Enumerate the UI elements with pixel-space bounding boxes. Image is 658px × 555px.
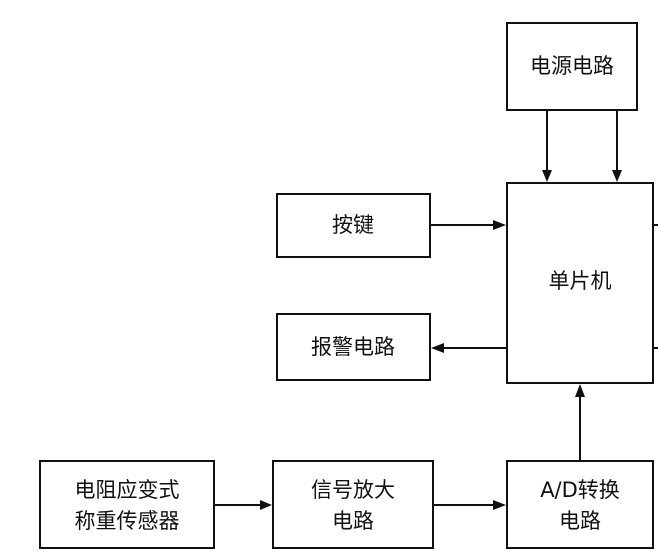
- amplifier-block-line2: 电路: [332, 509, 374, 533]
- adc-block: A/D转换 电路: [506, 460, 654, 549]
- sensor-block: 电阻应变式 称重传感器: [39, 460, 215, 549]
- arrow-keys-to-mcu: [430, 220, 506, 230]
- keys-block-frame: [276, 193, 431, 258]
- keys-block-label: 按键: [332, 213, 374, 237]
- mcu-block: 单片机: [506, 182, 654, 384]
- mcu-block-label: 单片机: [549, 269, 612, 293]
- sensor-block-frame: [39, 460, 215, 549]
- power-block-label: 电源电路: [530, 54, 614, 78]
- alarm-block: 报警电路: [276, 313, 431, 381]
- adc-block-line1: A/D转换: [540, 478, 620, 502]
- arrow-adc-to-mcu: [575, 384, 585, 461]
- amplifier-block-frame: [272, 460, 434, 549]
- arrow-power-to-mcu-left: [542, 110, 552, 182]
- amplifier-block-line1: 信号放大: [311, 478, 395, 502]
- arrow-power-to-mcu-right: [612, 110, 622, 182]
- keys-block: 按键: [276, 193, 431, 258]
- amplifier-block: 信号放大 电路: [272, 460, 434, 549]
- mcu-block-frame: [506, 182, 654, 384]
- arrow-sensor-to-amplifier: [214, 500, 272, 510]
- arrow-mcu-to-alarm: [431, 343, 507, 353]
- alarm-block-frame: [276, 313, 431, 381]
- arrow-amplifier-to-adc: [433, 500, 506, 510]
- sensor-block-line2: 称重传感器: [75, 509, 180, 533]
- sensor-block-line1: 电阻应变式: [75, 478, 180, 502]
- power-block: 电源电路: [506, 22, 638, 111]
- alarm-block-label: 报警电路: [311, 335, 395, 359]
- adc-block-frame: [506, 460, 654, 549]
- power-block-frame: [506, 22, 638, 111]
- adc-block-line2: 电路: [559, 509, 601, 533]
